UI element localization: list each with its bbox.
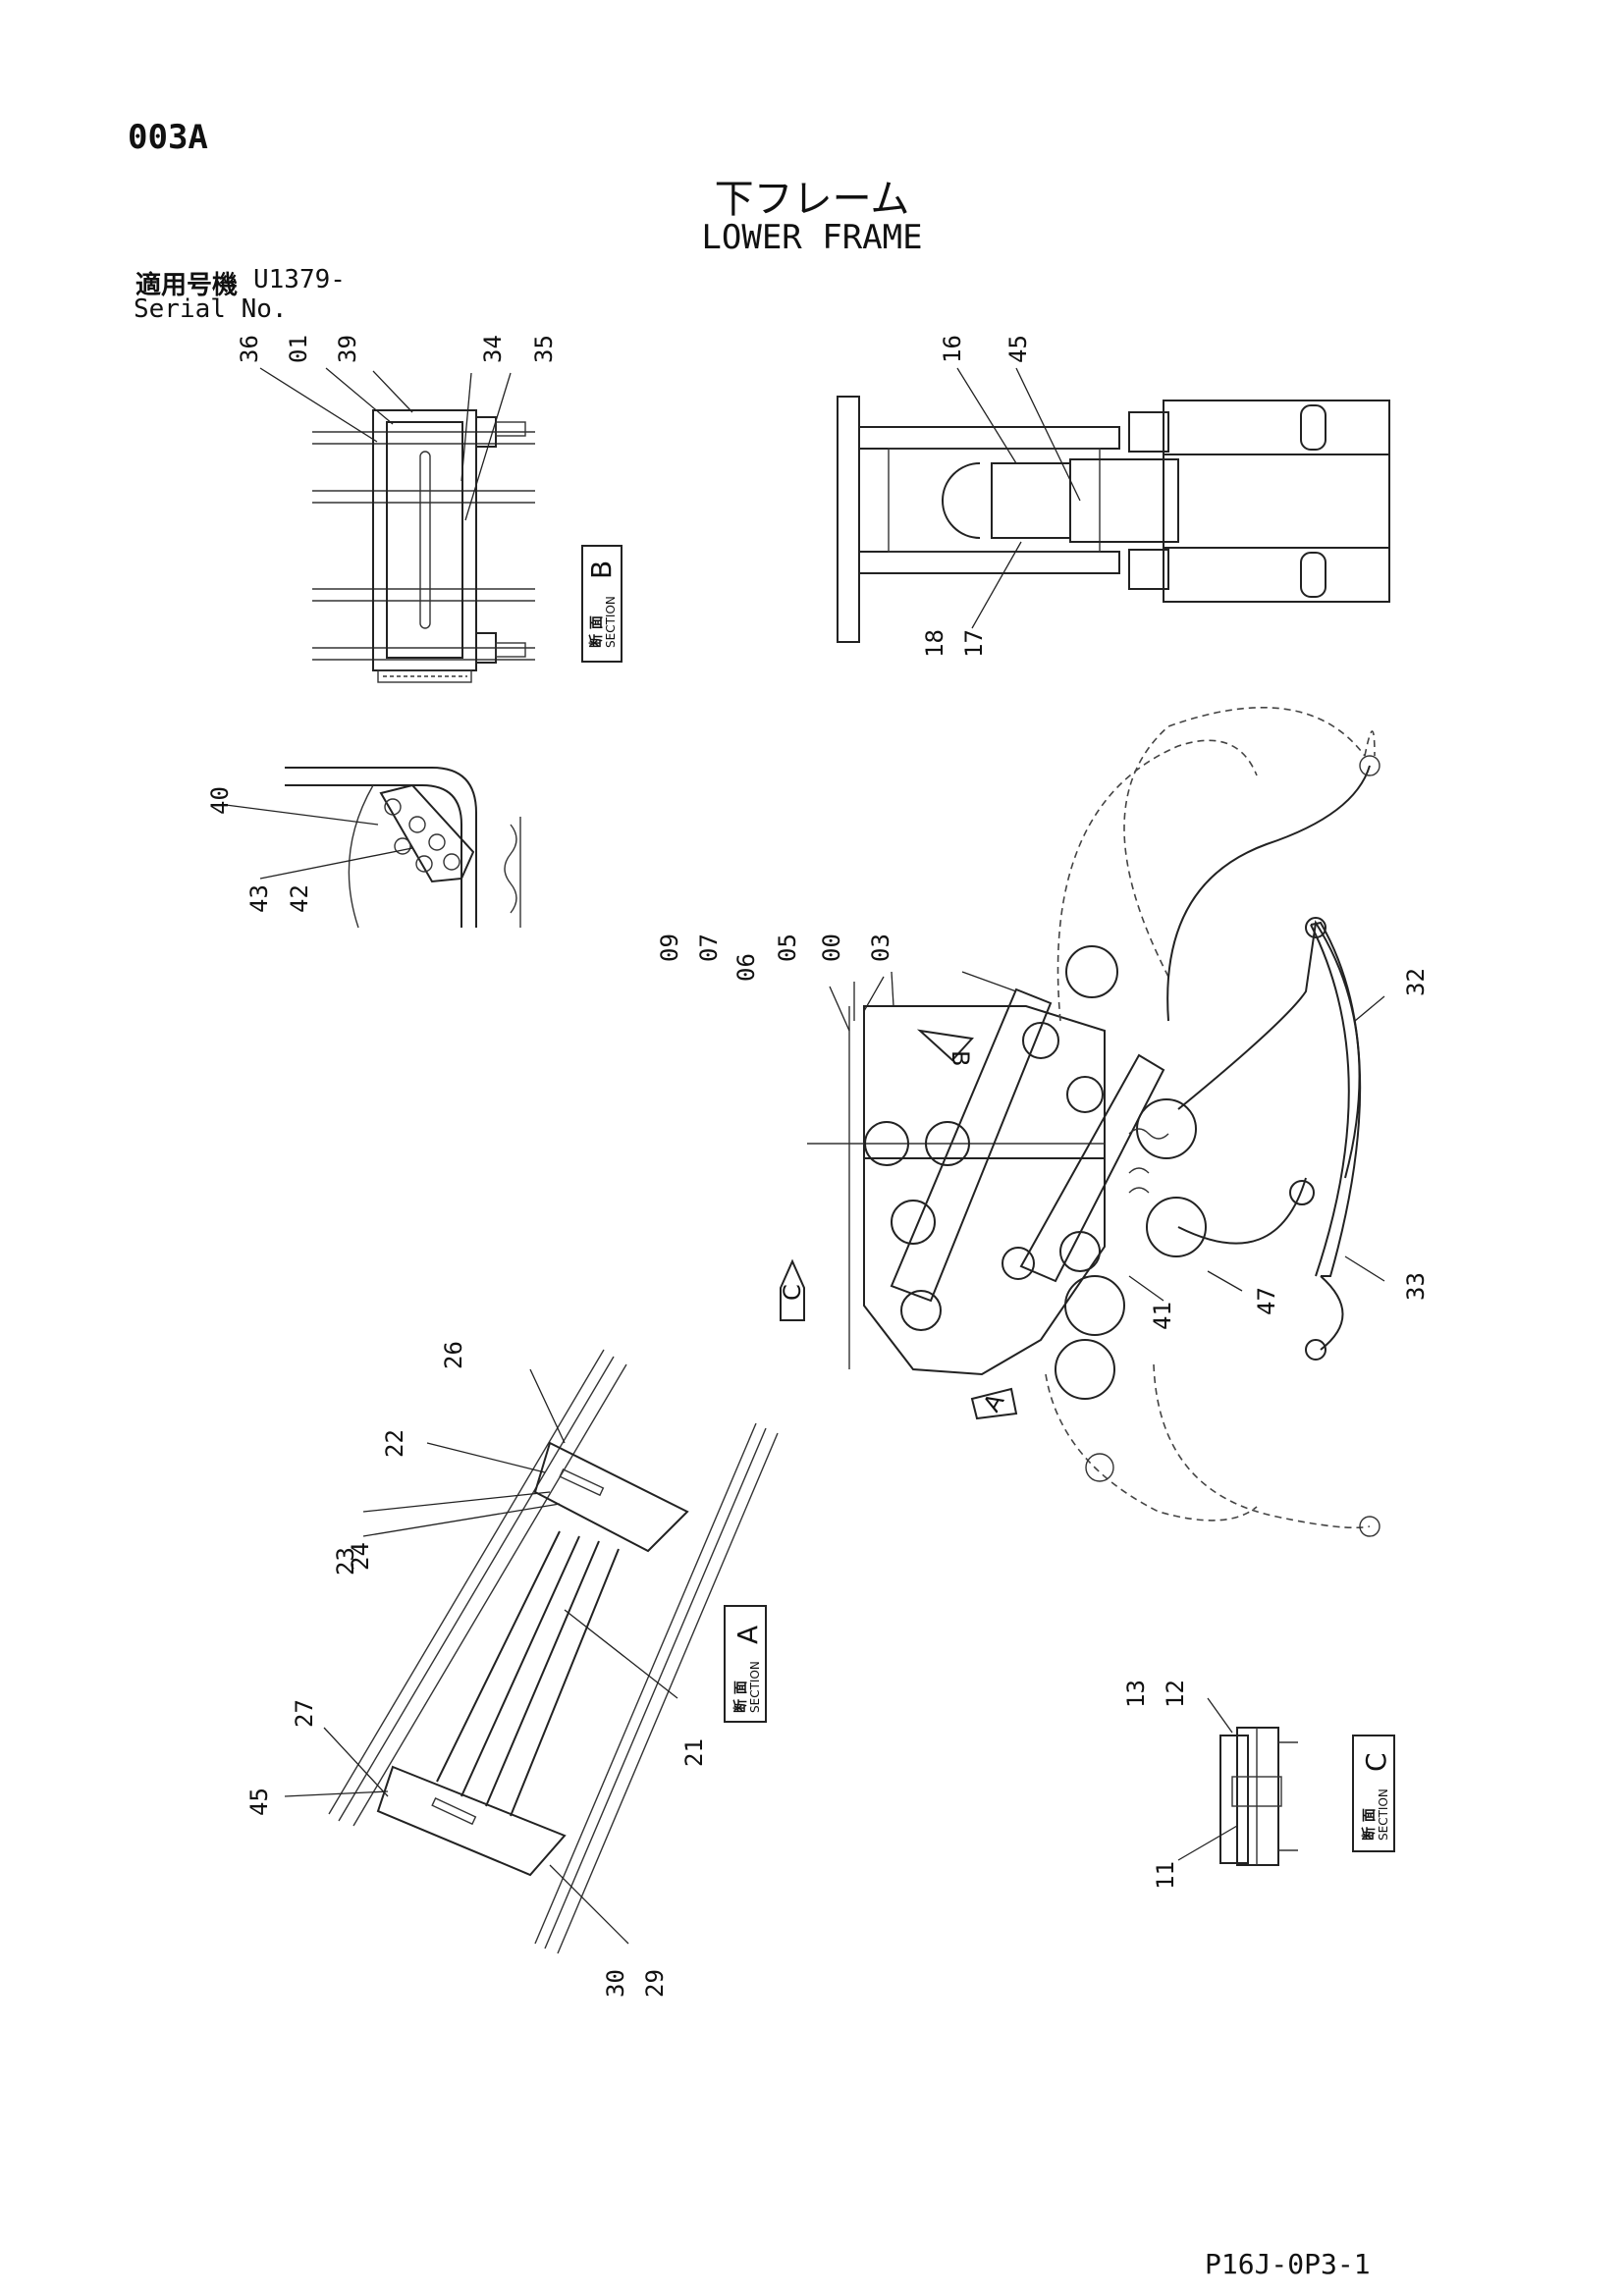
svg-text:断 面: 断 面 — [588, 615, 605, 648]
main-assembly — [807, 706, 1380, 1537]
part-11: 11 — [1152, 1861, 1179, 1890]
detail-section-b — [312, 409, 535, 683]
part-23: 23 — [332, 1547, 359, 1575]
part-03: 03 — [867, 934, 894, 962]
part-01: 01 — [285, 335, 312, 363]
part-26: 26 — [440, 1341, 467, 1369]
part-24: 24 — [347, 1542, 374, 1571]
view-arrow-c: C — [779, 1258, 806, 1321]
part-41: 41 — [1149, 1302, 1176, 1330]
svg-text:SECTION: SECTION — [1377, 1789, 1390, 1841]
part-42: 42 — [286, 884, 313, 913]
leader-lines — [225, 367, 1385, 1945]
svg-text:SECTION: SECTION — [604, 596, 618, 648]
part-00: 00 — [818, 934, 845, 962]
top-view — [837, 396, 1390, 643]
part-05: 05 — [774, 934, 801, 962]
part-40: 40 — [206, 786, 234, 815]
detail-plate — [285, 767, 521, 929]
part-17: 17 — [960, 629, 988, 658]
part-33: 33 — [1402, 1272, 1430, 1301]
svg-text:B: B — [585, 561, 618, 579]
part-39: 39 — [334, 335, 361, 363]
svg-text:B: B — [947, 1050, 974, 1066]
section-a-label-box: 断 面 SECTION A — [724, 1605, 767, 1723]
drawing-code: 003A — [128, 118, 208, 157]
view-arrow-a: A — [970, 1387, 1018, 1420]
serial-number-value: U1379- — [253, 265, 346, 294]
part-22: 22 — [381, 1429, 408, 1458]
part-06: 06 — [732, 953, 760, 982]
part-16: 16 — [939, 335, 966, 363]
svg-text:断 面: 断 面 — [732, 1681, 749, 1713]
title-english: LOWER FRAME — [701, 218, 923, 257]
part-45: 45 — [1004, 335, 1032, 363]
view-arrow-b: B — [916, 1029, 974, 1066]
document-reference: P16J-0P3-1 — [1205, 2248, 1371, 2280]
part-30: 30 — [602, 1969, 629, 1998]
part-21: 21 — [680, 1738, 708, 1767]
svg-text:A: A — [731, 1626, 764, 1644]
part-29: 29 — [641, 1969, 669, 1998]
svg-text:C: C — [779, 1284, 806, 1301]
detail-section-a — [328, 1349, 779, 1954]
title-japanese: 下フレーム — [714, 177, 910, 222]
part-36: 36 — [236, 335, 263, 363]
part-32: 32 — [1402, 968, 1430, 996]
serial-label-english: Serial No. — [134, 294, 288, 324]
detail-section-c — [1219, 1727, 1298, 1866]
part-35: 35 — [530, 335, 558, 363]
part-47: 47 — [1253, 1287, 1280, 1315]
svg-text:断 面: 断 面 — [1361, 1808, 1378, 1841]
part-34: 34 — [479, 335, 507, 363]
part-18: 18 — [921, 629, 948, 658]
part-numbers: 36 01 39 34 35 16 45 18 17 40 43 42 09 0… — [206, 335, 1430, 1998]
part-43: 43 — [245, 884, 273, 913]
svg-text:C: C — [1360, 1752, 1392, 1772]
serial-label-japanese: 適用号機 — [135, 271, 239, 300]
part-27: 27 — [291, 1699, 318, 1728]
svg-text:SECTION: SECTION — [748, 1661, 762, 1713]
part-09: 09 — [656, 934, 683, 962]
part-13: 13 — [1122, 1680, 1150, 1708]
part-07: 07 — [695, 934, 723, 962]
part-45b: 45 — [245, 1788, 273, 1816]
section-c-label-box: 断 面 SECTION C — [1352, 1735, 1395, 1852]
part-12: 12 — [1162, 1680, 1189, 1708]
section-b-label-box: 断 面 SECTION B — [581, 545, 623, 663]
